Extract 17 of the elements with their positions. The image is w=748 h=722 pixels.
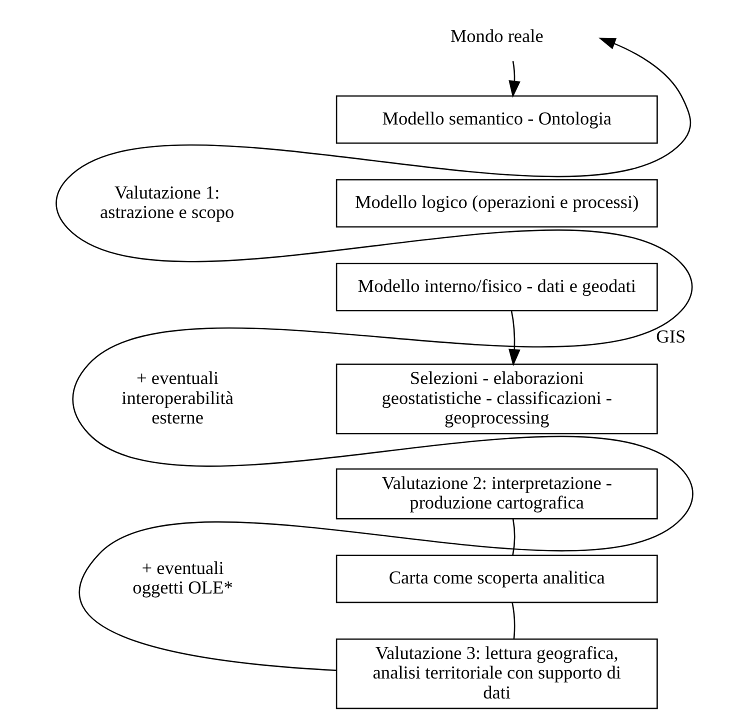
node-box: Modello semantico - Ontologia xyxy=(335,95,658,144)
node-box: Valutazione 3: lettura geografica, analisi territoriale con supporto di dati xyxy=(335,638,658,710)
node-text: Mondo reale xyxy=(450,26,543,46)
node-box: Selezioni - elaborazioni geostatistiche - classificazioni - geoprocessing xyxy=(335,364,658,434)
arrow xyxy=(55,38,693,671)
edge-label: GIS xyxy=(656,326,686,346)
node-box: Modello logico (operazioni e processi) xyxy=(335,179,658,228)
connector xyxy=(512,518,515,556)
label: + eventuali interoperabilità esterne xyxy=(121,368,233,428)
node-box: Modello interno/fisico - dati e geodati xyxy=(335,262,658,312)
arrow xyxy=(508,60,520,98)
label: + eventuali oggetti OLE* xyxy=(132,558,232,598)
node-box: Valutazione 2: interpretazione - produzione cartografica xyxy=(335,468,658,520)
label: Valutazione 1: astrazione e scopo xyxy=(99,182,234,222)
connector xyxy=(511,602,515,639)
node-box: Carta come scoperta analitica xyxy=(335,554,658,604)
arrow xyxy=(508,310,520,366)
